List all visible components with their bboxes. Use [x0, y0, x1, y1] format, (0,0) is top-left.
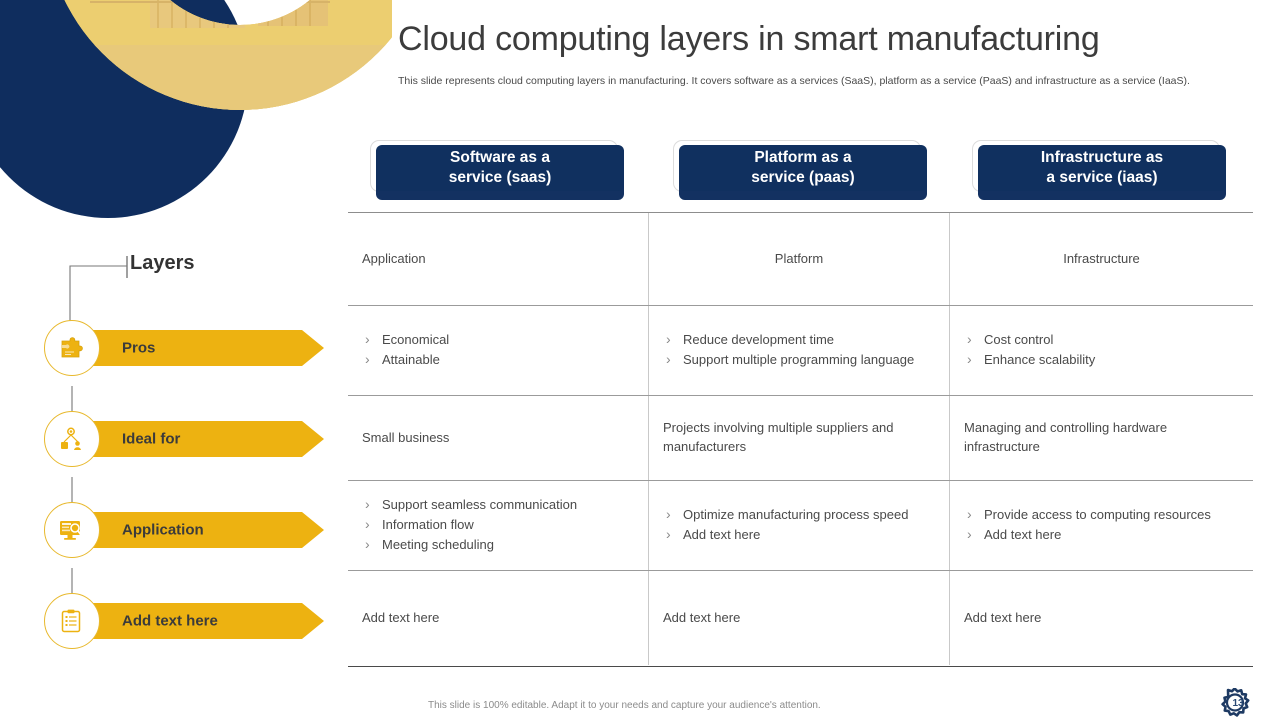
list-item: Meeting scheduling	[362, 535, 634, 555]
puzzle-icon	[61, 337, 83, 358]
page-number: 13	[1232, 698, 1244, 709]
arrow-shape	[66, 603, 324, 639]
list-item: Reduce development time	[663, 330, 935, 350]
monitor-search-icon	[60, 521, 82, 540]
sidebar-item-application[interactable]: Application	[44, 502, 324, 558]
cell-text: Add text here	[964, 609, 1042, 625]
table-cell: Application	[348, 213, 649, 305]
cell-text: Infrastructure	[1063, 250, 1140, 266]
arrow-shape	[66, 330, 324, 366]
table-row: Add text here Add text here Add text her…	[348, 570, 1253, 665]
table-cell: Managing and controlling hardware infras…	[950, 396, 1253, 480]
sidebar-item-add-text-here[interactable]: Add text here	[44, 593, 324, 649]
cell-text: Small business	[362, 429, 450, 445]
icon-circle	[44, 320, 100, 376]
sidebar-item-ideal-for[interactable]: Ideal for	[44, 411, 324, 467]
cell-text: Add text here	[362, 609, 440, 625]
pill-box: Software as a service (saas)	[376, 145, 624, 191]
list-item: Provide access to computing resources	[964, 505, 1239, 525]
page-title: Cloud computing layers in smart manufact…	[398, 20, 1100, 58]
gear-icon	[1221, 688, 1250, 717]
table-row: Support seamless communication Informati…	[348, 480, 1253, 570]
arrow-shape	[66, 421, 324, 457]
list-item: Optimize manufacturing process speed	[663, 505, 935, 525]
network-people-icon	[61, 427, 81, 450]
pill-label-line1: Infrastructure as	[1040, 149, 1164, 167]
table-row: Small business Projects involving multip…	[348, 395, 1253, 480]
pill-label-line1: Platform as a	[754, 149, 852, 167]
layers-heading: Layers	[130, 252, 195, 274]
service-pill-paas[interactable]: Platform as a service (paas)	[673, 140, 927, 200]
table-row: Economical Attainable Reduce development…	[348, 305, 1253, 395]
cell-bullet-list: Reduce development time Support multiple…	[663, 330, 935, 371]
cell-text: Managing and controlling hardware infras…	[964, 420, 1168, 454]
list-item: Support multiple programming language	[663, 350, 935, 370]
table-cell: Add text here	[950, 571, 1253, 665]
pill-box: Platform as a service (paas)	[679, 145, 927, 191]
service-pill-iaas[interactable]: Infrastructure as a service (iaas)	[972, 140, 1226, 200]
cell-text: Application	[362, 250, 426, 266]
sidebar-item-label: Pros	[122, 339, 156, 357]
table-cell: Add text here	[649, 571, 950, 665]
clipboard-icon	[61, 609, 81, 633]
icon-circle	[44, 411, 100, 467]
table-cell: Add text here	[348, 571, 649, 665]
table-cell: Cost control Enhance scalability	[950, 306, 1253, 395]
pill-label-line2: service (saas)	[448, 169, 552, 186]
list-item: Attainable	[362, 350, 634, 370]
sidebar-item-label: Application	[122, 521, 204, 539]
sidebar-item-label: Ideal for	[122, 430, 181, 448]
cell-text: Projects involving multiple suppliers an…	[663, 420, 894, 454]
list-item: Cost control	[964, 330, 1239, 350]
table-row: Application Platform Infrastructure	[348, 213, 1253, 305]
pill-label-line2: service (paas)	[751, 169, 855, 186]
list-item: Economical	[362, 330, 634, 350]
list-item: Information flow	[362, 515, 634, 535]
table-cell: Projects involving multiple suppliers an…	[649, 396, 950, 480]
layers-rail: Layers Pros Ideal for	[40, 248, 340, 668]
cell-bullet-list: Cost control Enhance scalability	[964, 330, 1239, 371]
pill-box: Infrastructure as a service (iaas)	[978, 145, 1226, 191]
table-cell: Platform	[649, 213, 950, 305]
cell-bullet-list: Economical Attainable	[362, 330, 634, 371]
list-item: Add text here	[663, 525, 935, 545]
decorative-graphic	[0, 0, 392, 250]
table-cell: Reduce development time Support multiple…	[649, 306, 950, 395]
table-cell: Support seamless communication Informati…	[348, 481, 649, 570]
list-item: Enhance scalability	[964, 350, 1239, 370]
cell-bullet-list: Support seamless communication Informati…	[362, 495, 634, 556]
page-subtitle: This slide represents cloud computing la…	[398, 75, 1190, 87]
cell-bullet-list: Optimize manufacturing process speed Add…	[663, 505, 935, 546]
comparison-table: Application Platform Infrastructure Econ…	[348, 212, 1253, 667]
table-cell: Infrastructure	[950, 213, 1253, 305]
sidebar-item-label: Add text here	[122, 612, 218, 630]
table-cell: Small business	[348, 396, 649, 480]
table-cell: Provide access to computing resources Ad…	[950, 481, 1253, 570]
cell-text: Platform	[774, 250, 824, 266]
pill-label-line1: Software as a	[450, 149, 550, 167]
cell-bullet-list: Provide access to computing resources Ad…	[964, 505, 1239, 546]
pill-label-line2: a service (iaas)	[1046, 169, 1158, 186]
table-cell: Optimize manufacturing process speed Add…	[649, 481, 950, 570]
arrow-shape	[66, 512, 324, 548]
service-layer-pills: Software as a service (saas) Platform as…	[370, 140, 1250, 200]
table-cell: Economical Attainable	[348, 306, 649, 395]
list-item: Add text here	[964, 525, 1239, 545]
list-item: Support seamless communication	[362, 495, 634, 515]
service-pill-saas[interactable]: Software as a service (saas)	[370, 140, 624, 200]
footer-note: This slide is 100% editable. Adapt it to…	[428, 700, 821, 711]
cell-text: Add text here	[663, 609, 741, 625]
sidebar-item-pros[interactable]: Pros	[44, 320, 324, 376]
